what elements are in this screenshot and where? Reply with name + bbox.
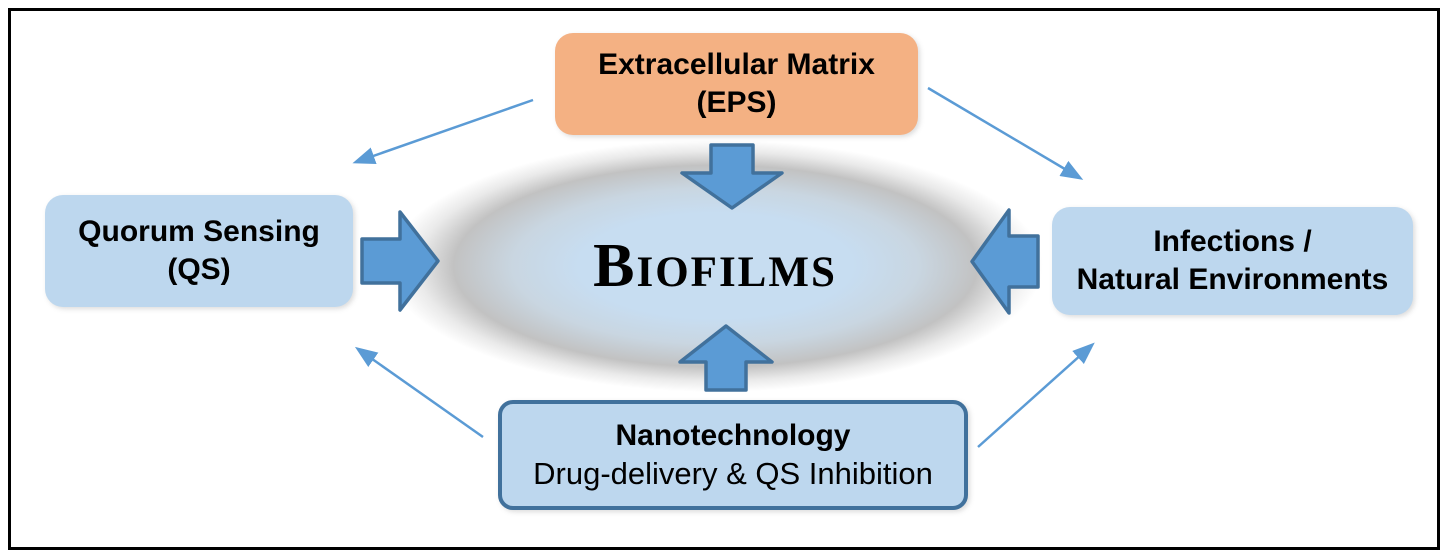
node-label-line: Nanotechnology [615,418,851,452]
arrow-nano-to-qs [354,346,484,439]
block-arrow-left [970,208,1040,315]
arrow-eps-to-qs [352,98,534,165]
block-arrow-down [680,143,784,210]
node-label-line: Extracellular Matrix [598,48,875,82]
node-label-line: Drug-delivery & QS Inhibition [533,456,933,492]
diagram-frame [8,8,1440,550]
node-quorum-sensing: Quorum Sensing (QS) [45,195,353,307]
node-label-line: (EPS) [696,86,777,119]
node-label-line: Infections / [1153,225,1312,259]
block-arrow-up [678,324,774,392]
node-extracellular-matrix: Extracellular Matrix (EPS) [555,33,918,135]
node-label-line: Quorum Sensing [78,215,320,249]
node-label-line: (QS) [167,253,231,286]
biofilms-label: Biofilms [593,232,837,300]
node-label-line: Natural Environments [1076,263,1389,296]
node-nanotechnology: Nanotechnology Drug-delivery & QS Inhibi… [498,400,968,510]
block-arrow-right [360,210,440,312]
node-infections-environments: Infections / Natural Environments [1052,207,1413,315]
arrow-eps-to-infections [927,86,1084,180]
arrow-nano-to-infections [977,342,1095,448]
